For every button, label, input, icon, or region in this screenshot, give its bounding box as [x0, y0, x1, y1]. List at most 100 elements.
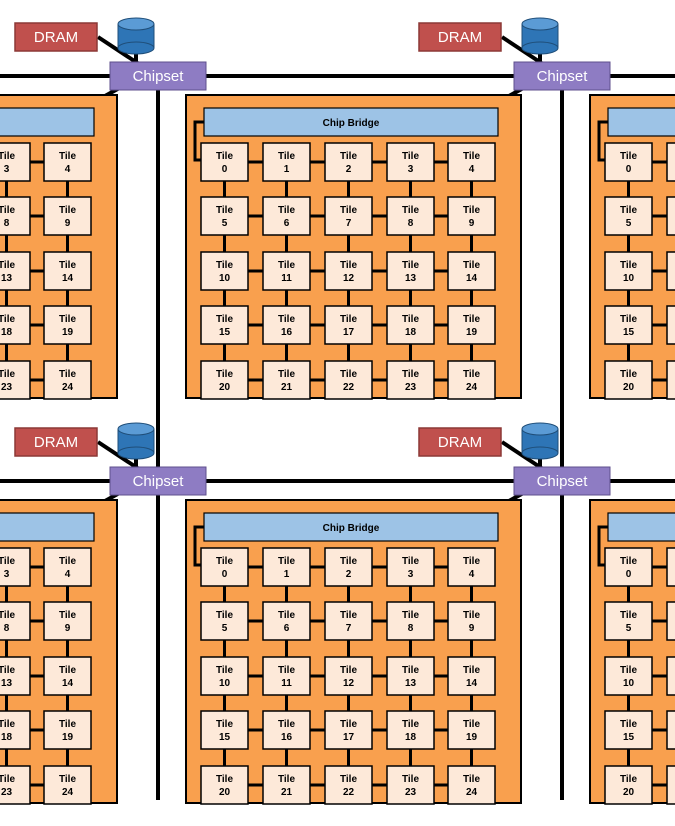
tile-number: 7 [346, 218, 352, 229]
chip-bridge-label: Chip Bridge [323, 118, 380, 129]
tile-box [386, 142, 435, 182]
tile-number: 17 [343, 732, 355, 743]
tile-number: 5 [222, 623, 228, 634]
tile-number: 8 [4, 218, 10, 229]
tile-number: 4 [469, 164, 475, 175]
tile-number: 15 [623, 732, 635, 743]
tile-label: Tile [216, 719, 233, 730]
tile-box [666, 196, 675, 236]
tile-box [666, 305, 675, 345]
tile-box [200, 547, 249, 587]
chipset-label: Chipset [133, 473, 185, 490]
chip-bridge [607, 512, 675, 542]
tile-box [200, 360, 249, 400]
tile-box [666, 142, 675, 182]
tile-number: 19 [466, 327, 478, 338]
bridge-link [597, 525, 608, 567]
tile-box [0, 547, 31, 587]
tile-label: Tile [278, 665, 295, 676]
tile-number: 17 [343, 327, 355, 338]
tile-box [0, 196, 31, 236]
tile-box [386, 547, 435, 587]
tile-box [447, 547, 496, 587]
tile-label: Tile [402, 774, 419, 785]
chip-0: Chip BridgeTile0Tile1Tile2Tile3Tile4Tile… [0, 94, 118, 400]
tile-box [0, 656, 31, 696]
tile-number: 12 [343, 678, 355, 689]
tile-box [324, 547, 373, 587]
chipset-label: Chipset [537, 68, 589, 85]
tile-number: 11 [281, 678, 292, 689]
tile-label: Tile [59, 205, 76, 216]
chip-grid: Chip BridgeTile0Tile1Tile2Tile3Tile4Tile… [0, 94, 675, 805]
tile-number: 4 [469, 569, 475, 580]
tile-box [43, 601, 92, 641]
tile-label: Tile [402, 205, 419, 216]
tile-label: Tile [402, 151, 419, 162]
chipset-box [109, 61, 207, 91]
tile-label: Tile [620, 205, 637, 216]
tile-number: 6 [284, 623, 290, 634]
tile-box [447, 656, 496, 696]
tile-label: Tile [463, 260, 480, 271]
tile-box [386, 601, 435, 641]
tile-box [604, 360, 653, 400]
database-icon-top [521, 422, 559, 436]
tile-box [200, 710, 249, 750]
tile-number: 6 [284, 218, 290, 229]
tile-number: 24 [62, 787, 74, 798]
tile-box [447, 251, 496, 291]
tile-box [324, 251, 373, 291]
tile-box [43, 196, 92, 236]
tile-box [43, 251, 92, 291]
database-icon-top [117, 17, 155, 31]
tile-box [200, 765, 249, 805]
tile-label: Tile [0, 610, 15, 621]
tile-box [43, 547, 92, 587]
tile-label: Tile [340, 719, 357, 730]
tile-box [447, 142, 496, 182]
tile-label: Tile [620, 556, 637, 567]
tile-number: 20 [623, 382, 635, 393]
tile-label: Tile [0, 665, 15, 676]
tile-label: Tile [59, 314, 76, 325]
tile-number: 9 [469, 218, 475, 229]
tile-box [200, 142, 249, 182]
tile-box [447, 710, 496, 750]
tile-box [447, 601, 496, 641]
tile-number: 12 [343, 273, 355, 284]
tile-number: 18 [1, 327, 13, 338]
database-icon-bottom [521, 446, 559, 460]
tile-number: 24 [62, 382, 74, 393]
tile-number: 24 [466, 382, 478, 393]
system-nodes: DRAMChipsetDRAMChipsetDRAMChipsetDRAMChi… [14, 17, 611, 518]
tile-box [43, 710, 92, 750]
tile-label: Tile [402, 556, 419, 567]
